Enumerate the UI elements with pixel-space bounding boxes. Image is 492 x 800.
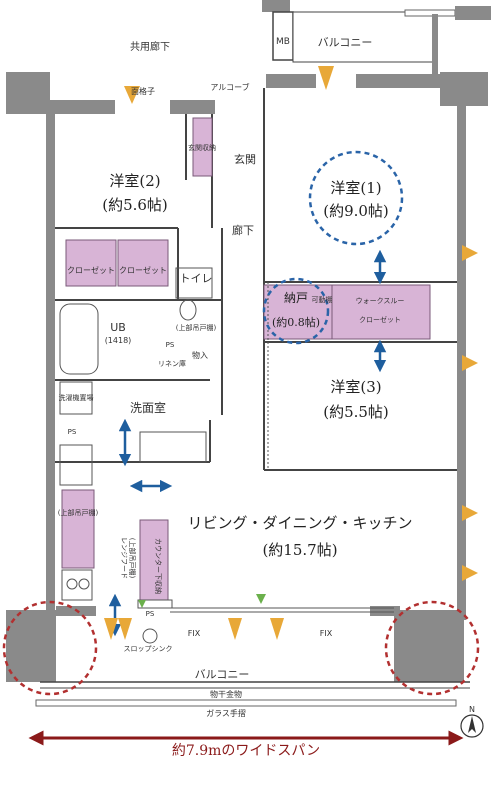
label-fix-left: FIX bbox=[188, 629, 201, 638]
storeroom-circle bbox=[262, 277, 330, 345]
label-walkthrough: ウォークスルー bbox=[356, 297, 405, 305]
label-lattice: 面格子 bbox=[131, 86, 155, 96]
label-common-corridor: 共用廊下 bbox=[130, 40, 170, 53]
label-walkthrough-closet: クローゼット bbox=[359, 315, 401, 324]
highlight-circles bbox=[2, 150, 480, 696]
label-entrance-storage: 玄関収納 bbox=[188, 143, 216, 152]
room2-name: 洋室(2) bbox=[109, 172, 160, 190]
room1-name: 洋室(1) bbox=[330, 179, 381, 197]
label-storage: 物入 bbox=[192, 350, 208, 360]
green-marks bbox=[138, 594, 266, 608]
label-washer: 洗濯機置場 bbox=[59, 393, 94, 402]
label-counter-storage: カウンター下収納 bbox=[154, 538, 163, 594]
label-north: N bbox=[469, 705, 475, 714]
label-glass-railing: ガラス手摺 bbox=[206, 708, 246, 718]
room3-name: 洋室(3) bbox=[330, 378, 381, 396]
label-closet-2: クローゼット bbox=[119, 265, 167, 275]
label-ps-bottom: PS bbox=[146, 610, 155, 618]
label-slop-sink: スロップシンク bbox=[124, 645, 173, 653]
label-toilet: トイレ bbox=[180, 272, 213, 285]
fixtures bbox=[59, 267, 394, 644]
ldk-name: リビング・ダイニング・キッチン bbox=[187, 514, 412, 532]
label-alcove: アルコーブ bbox=[210, 82, 249, 92]
flow-arrows bbox=[108, 249, 387, 637]
ventilation-marks bbox=[104, 66, 478, 640]
label-storeroom-size: (約0.8帖) bbox=[272, 315, 320, 329]
label-range-hood: レンジフード bbox=[120, 537, 128, 579]
storage-areas bbox=[61, 117, 431, 601]
label-linen: リネン庫 bbox=[158, 359, 186, 368]
label-entrance: 玄関 bbox=[234, 152, 256, 166]
outer-walls bbox=[6, 72, 488, 682]
corner-circle-left bbox=[2, 600, 98, 696]
room3-size: (約5.5帖) bbox=[323, 403, 389, 421]
label-mb: MB bbox=[276, 37, 290, 47]
label-balcony-top: バルコニー bbox=[318, 36, 373, 49]
bottom-balcony bbox=[35, 681, 470, 707]
label-balcony-bottom: バルコニー bbox=[195, 668, 250, 681]
compass-circle bbox=[460, 714, 484, 738]
label-wide-span: 約7.9mのワイドスパン bbox=[172, 743, 320, 759]
label-storeroom: 納戸 bbox=[284, 291, 308, 305]
compass bbox=[460, 714, 484, 738]
label-fix-right: FIX bbox=[320, 629, 333, 638]
corner-circle-right bbox=[384, 600, 480, 696]
label-ps-mid: PS bbox=[68, 428, 77, 436]
label-upper-cabinet-toilet: (上部吊戸棚) bbox=[176, 323, 217, 332]
room1-circle bbox=[308, 150, 404, 246]
label-closet-1: クローゼット bbox=[67, 265, 115, 275]
label-upper-cabinet-range: (上部吊戸棚) bbox=[128, 538, 137, 579]
north-arrow-icon bbox=[468, 716, 476, 733]
ldk-size: (約15.7帖) bbox=[262, 541, 337, 559]
label-washroom: 洗面室 bbox=[130, 400, 166, 415]
room2-size: (約5.6帖) bbox=[102, 196, 168, 214]
label-ub: UB bbox=[110, 321, 126, 334]
label-drying-rack: 物干金物 bbox=[210, 689, 242, 699]
label-hallway: 廊下 bbox=[232, 223, 254, 237]
top-balcony bbox=[262, 0, 491, 74]
label-ps-top: PS bbox=[166, 341, 175, 349]
label-ub-size: (1418) bbox=[105, 336, 132, 345]
room1-size: (約9.0帖) bbox=[323, 202, 389, 220]
label-movable-shelf: 可動棚 bbox=[312, 295, 333, 304]
label-upper-cabinet-kitchen: (上部吊戸棚) bbox=[58, 508, 99, 517]
